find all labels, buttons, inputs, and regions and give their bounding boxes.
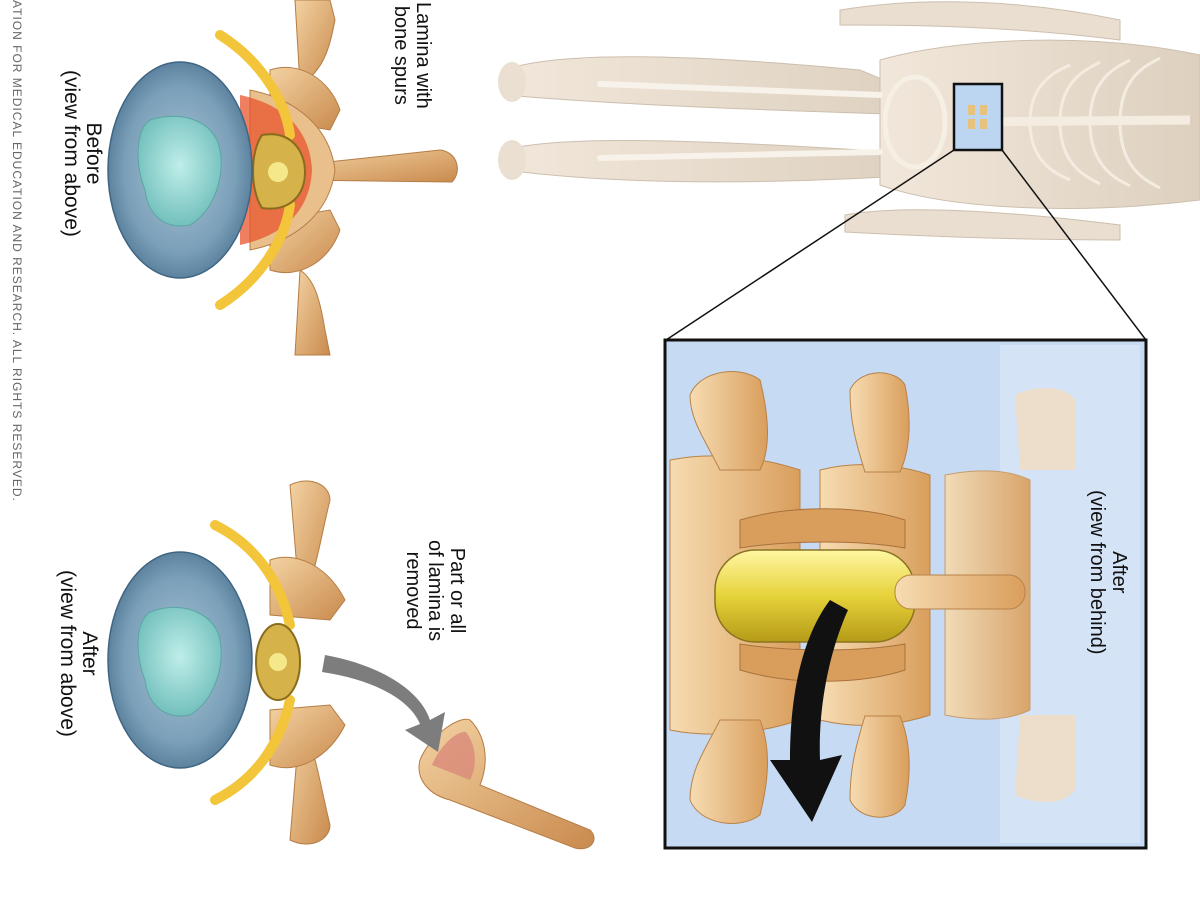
after-vertebra xyxy=(107,480,346,845)
label-before-line2: (view from above) xyxy=(60,70,83,237)
label-before-line1: Before xyxy=(82,122,105,185)
copyright-notice: ATION FOR MEDICAL EDUCATION AND RESEARCH… xyxy=(10,0,24,502)
label-after-above-line2: (view from above) xyxy=(56,570,79,737)
label-removed-line3: removed xyxy=(402,551,424,630)
label-lamina-line1: Lamina with xyxy=(412,2,434,109)
label-before: Before (view from above) xyxy=(60,70,105,237)
before-vertebra xyxy=(107,0,458,356)
zoom-line-right xyxy=(1001,149,1147,341)
label-removed-line1: Part or all xyxy=(446,547,468,634)
label-after-behind: After (view from behind) xyxy=(1086,490,1130,655)
inset-view-behind xyxy=(663,338,1148,850)
label-removed-line2: of lamina is xyxy=(424,540,446,642)
zoom-line-left xyxy=(665,149,955,341)
label-after-behind-line1: After xyxy=(1108,551,1130,594)
spine-highlight-box xyxy=(952,82,1004,152)
removed-lamina xyxy=(418,718,595,850)
body-silhouette xyxy=(498,1,1200,241)
removal-arrow xyxy=(322,655,445,752)
label-after-behind-line2: (view from behind) xyxy=(1086,490,1108,655)
label-lamina-bone-spurs: Lamina with bone spurs xyxy=(390,2,434,109)
label-part-removed: Part or all of lamina is removed xyxy=(402,540,468,641)
label-after-above: After (view from above) xyxy=(56,570,101,737)
label-lamina-line2: bone spurs xyxy=(390,5,412,105)
label-after-above-line1: After xyxy=(78,631,101,676)
